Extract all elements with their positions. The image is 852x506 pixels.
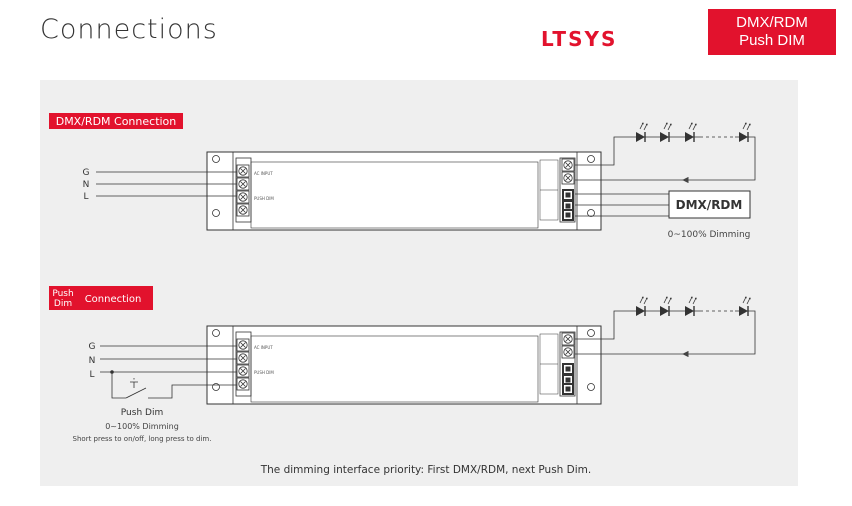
svg-text:AC INPUT: AC INPUT: [254, 171, 273, 176]
dmx-terminal-n: N: [83, 180, 90, 190]
push-section: Push Dim Connection AC INPUT PUSH DIM G …: [49, 286, 756, 443]
svg-text:AC INPUT: AC INPUT: [254, 345, 273, 350]
push-dim-title: Push Dim: [121, 408, 163, 418]
push-section-label-bg: [49, 286, 153, 310]
product-badge: DMX/RDM Push DIM: [708, 9, 836, 55]
dmx-rdm-box: [668, 190, 751, 219]
svg-text:PUSH DIM: PUSH DIM: [254, 196, 274, 201]
priority-footer: The dimming interface priority: First DM…: [260, 464, 592, 476]
push-terminal-g: G: [89, 342, 96, 352]
push-label-top: Push: [52, 289, 73, 299]
dmx-rdm-box-label: DMX/RDM: [676, 198, 743, 212]
wiring-panel: [40, 80, 798, 486]
badge-line-2: Push DIM: [739, 32, 805, 49]
push-note: Short press to on/off, long press to dim…: [73, 435, 212, 443]
dmx-driver-body: [206, 151, 602, 231]
push-terminal-n: N: [89, 356, 96, 366]
dmx-terminal-g: G: [83, 168, 90, 178]
svg-text:PUSH DIM: PUSH DIM: [254, 370, 274, 375]
brand-logo: LTSYS: [541, 27, 618, 51]
push-dimming-text: 0~100% Dimming: [105, 422, 179, 431]
push-terminal-l: L: [89, 370, 94, 380]
push-label-bottom: Dim: [54, 299, 72, 309]
dmx-section-label: DMX/RDM Connection: [56, 115, 177, 128]
dmx-terminal-l: L: [83, 192, 88, 202]
dmx-section: DMX/RDM Connection AC INPUT PUSH DIM G N…: [49, 113, 756, 240]
dmx-section-label-bg: [49, 113, 183, 129]
push-driver-body: [206, 325, 602, 405]
dmx-dimming-text: 0~100% Dimming: [668, 230, 751, 240]
page-title: Connections: [40, 14, 218, 45]
push-label-main: Connection: [85, 294, 142, 305]
badge-line-1: DMX/RDM: [736, 14, 808, 31]
